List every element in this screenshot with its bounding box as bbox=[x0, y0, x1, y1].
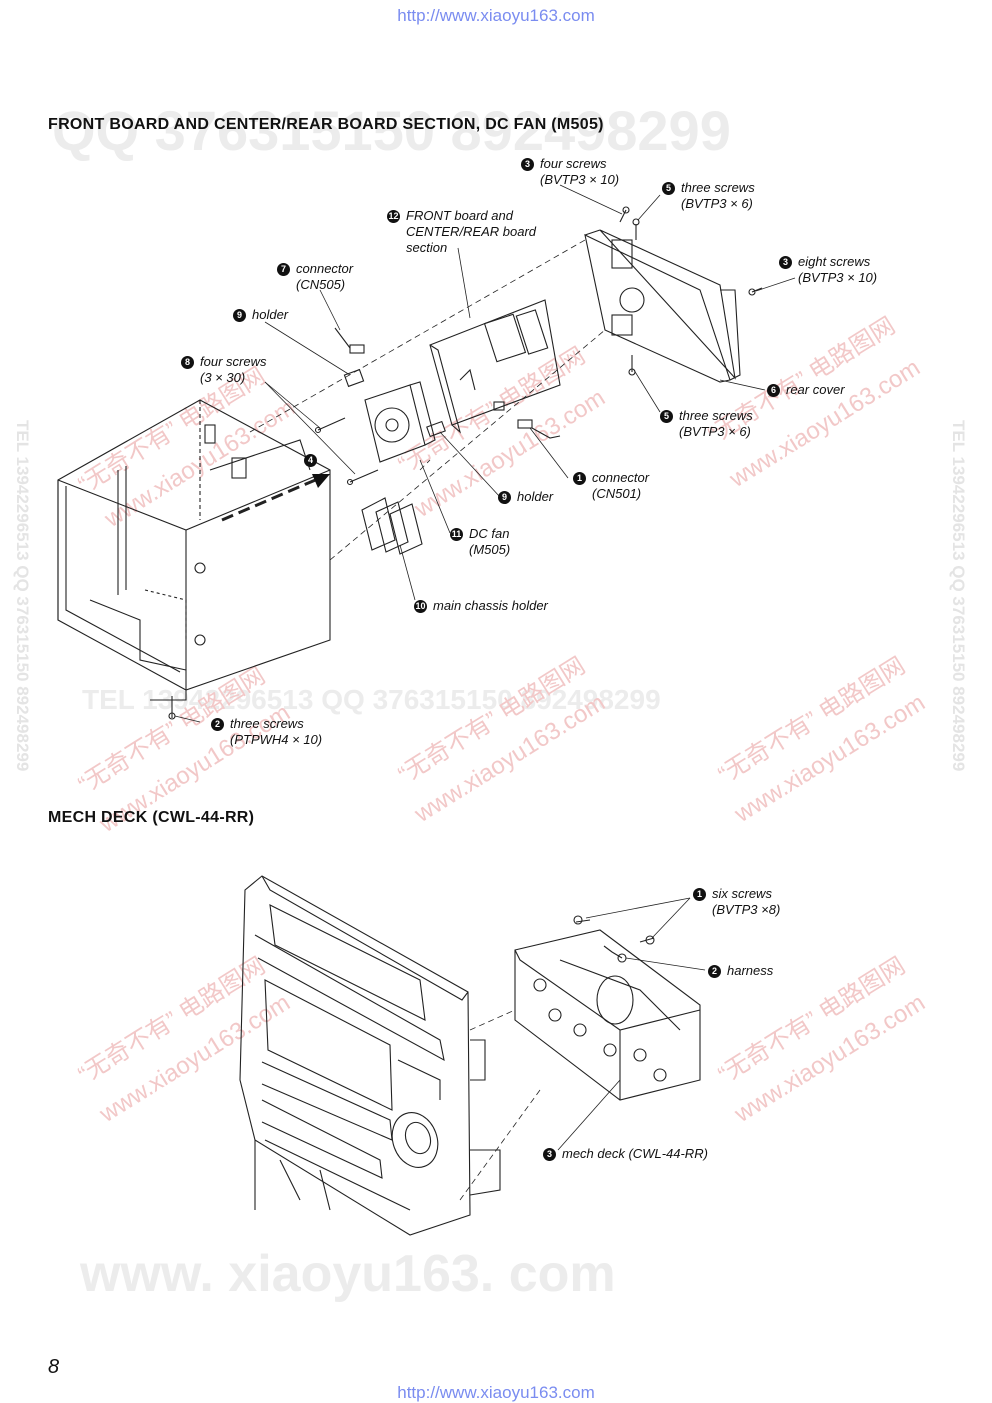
mech-deck-drawing bbox=[514, 929, 701, 1101]
callout-holder-top: 9 holder bbox=[233, 307, 288, 323]
callout-four-screws-bvtp3: 3 four screws (BVTP3 × 10) bbox=[521, 156, 619, 188]
callout-label: connector bbox=[592, 470, 650, 485]
callout-spec: (PTPWH4 × 10) bbox=[230, 732, 323, 747]
callout-three-screws-bottom: 5 three screws (BVTP3 × 6) bbox=[660, 408, 753, 440]
callout-mech-deck: 3 mech deck (CWL-44-RR) bbox=[543, 1146, 708, 1162]
callout-label: three screws bbox=[681, 180, 755, 195]
callout-label: holder bbox=[517, 489, 554, 504]
callout-number-3: 3 bbox=[543, 1148, 556, 1161]
watermark-bottom-url: www. xiaoyu163. com bbox=[80, 1245, 616, 1303]
callout-label: six screws bbox=[712, 886, 772, 901]
callout-label: main chassis holder bbox=[433, 598, 548, 613]
callout-label: four screws bbox=[540, 156, 607, 171]
callout-number-9: 9 bbox=[233, 309, 246, 322]
page-number: 8 bbox=[48, 1356, 60, 1378]
callout-four-screws-3x30: 8 four screws (3 × 30) bbox=[181, 354, 266, 386]
callout-label: CENTER/REAR board bbox=[406, 224, 537, 239]
callout-number-12: 12 bbox=[387, 210, 400, 223]
callout-number-7: 7 bbox=[277, 263, 290, 276]
mech-alignment-lines bbox=[459, 1009, 541, 1201]
callout-number-5: 5 bbox=[662, 182, 675, 195]
callout-spec: (BVTP3 ×8) bbox=[712, 902, 781, 917]
callout-spec: (M505) bbox=[469, 542, 511, 557]
section-title-front-board: FRONT BOARD AND CENTER/REAR BOARD SECTIO… bbox=[48, 116, 604, 133]
main-chassis-holder-drawing bbox=[361, 497, 423, 555]
callout-spec: (CN501) bbox=[592, 486, 642, 501]
callout-connector-cn505: 7 connector (CN505) bbox=[277, 261, 353, 293]
callout-spec: (CN505) bbox=[296, 277, 346, 292]
callout-number-2: 2 bbox=[211, 718, 224, 731]
screw-drawings bbox=[314, 206, 763, 486]
header-url[interactable]: http://www.xiaoyu163.com bbox=[397, 6, 595, 25]
callout-holder-bottom: 9 holder bbox=[498, 489, 553, 505]
mech-leader-lines bbox=[557, 897, 706, 1151]
callout-number-9: 9 bbox=[498, 491, 511, 504]
callout-number-3: 3 bbox=[521, 158, 534, 171]
callout-number-8: 8 bbox=[181, 356, 194, 369]
callout-number-6: 6 bbox=[767, 384, 780, 397]
callout-label: three screws bbox=[679, 408, 753, 423]
callout-label: eight screws bbox=[798, 254, 871, 269]
callout-front-board-section: 12 FRONT board and CENTER/REAR board sect… bbox=[387, 208, 536, 256]
connector-drawings bbox=[334, 327, 561, 439]
callout-label: connector bbox=[296, 261, 354, 276]
callout-number-4: 4 bbox=[304, 454, 317, 467]
callout-label: holder bbox=[252, 307, 289, 322]
callout-spec: (3 × 30) bbox=[200, 370, 246, 385]
main-chassis-drawing bbox=[57, 399, 331, 720]
watermark-qq: QQ 376315150 892498299 bbox=[52, 99, 731, 162]
callout-number-2: 2 bbox=[708, 965, 721, 978]
dc-fan-drawing bbox=[343, 368, 446, 463]
footer-url[interactable]: http://www.xiaoyu163.com bbox=[397, 1383, 595, 1402]
callout-label: three screws bbox=[230, 716, 304, 731]
callout-number-11: 11 bbox=[450, 528, 463, 541]
alignment-lines bbox=[249, 239, 606, 561]
callout-spec: (BVTP3 × 6) bbox=[679, 424, 751, 439]
callout-label: four screws bbox=[200, 354, 267, 369]
callout-connector-cn501: 1 connector (CN501) bbox=[573, 470, 649, 502]
callout-step-4: 4 bbox=[304, 452, 323, 468]
mech-screw-drawings bbox=[573, 915, 655, 963]
callout-six-screws: 1 six screws (BVTP3 ×8) bbox=[693, 886, 780, 918]
callout-label: rear cover bbox=[786, 382, 845, 397]
callout-three-screws-top: 5 three screws (BVTP3 × 6) bbox=[662, 180, 755, 212]
callout-label: FRONT board and bbox=[406, 208, 513, 223]
callout-spec: (BVTP3 × 10) bbox=[798, 270, 878, 285]
leader-lines bbox=[174, 184, 796, 723]
insert-direction-arrow bbox=[221, 474, 330, 522]
callout-label: DC fan bbox=[469, 526, 510, 541]
callout-number-1: 1 bbox=[693, 888, 706, 901]
callout-harness: 2 harness bbox=[708, 963, 773, 979]
section-title-mech-deck: MECH DECK (CWL-44-RR) bbox=[48, 809, 255, 826]
callout-label: harness bbox=[727, 963, 774, 978]
front-board-drawing bbox=[429, 299, 561, 434]
front-panel-drawing bbox=[239, 875, 501, 1236]
callout-dc-fan: 11 DC fan (M505) bbox=[450, 526, 510, 558]
callout-label: section bbox=[406, 240, 448, 255]
callout-eight-screws: 3 eight screws (BVTP3 × 10) bbox=[779, 254, 877, 286]
callout-spec: (BVTP3 × 10) bbox=[540, 172, 620, 187]
callout-label: mech deck (CWL-44-RR) bbox=[562, 1146, 708, 1161]
callout-rear-cover: 6 rear cover bbox=[767, 382, 845, 398]
callout-number-1: 1 bbox=[573, 472, 586, 485]
callout-number-5: 5 bbox=[660, 410, 673, 423]
callout-number-3: 3 bbox=[779, 256, 792, 269]
rear-cover-drawing bbox=[584, 229, 741, 383]
callout-three-screws-ptpwh4: 2 three screws (PTPWH4 × 10) bbox=[211, 716, 322, 748]
callout-spec: (BVTP3 × 6) bbox=[681, 196, 753, 211]
callout-number-10: 10 bbox=[414, 600, 427, 613]
callout-main-chassis-holder: 10 main chassis holder bbox=[414, 598, 548, 614]
